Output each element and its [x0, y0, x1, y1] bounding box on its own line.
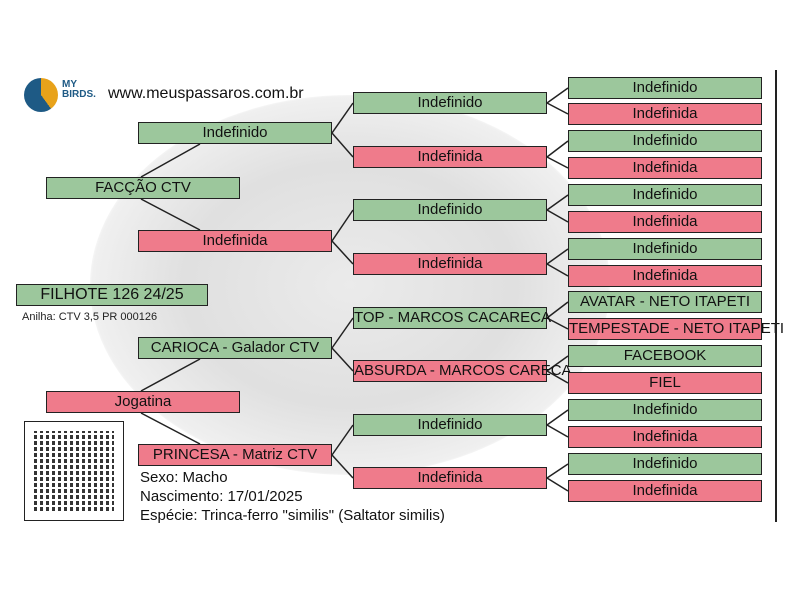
gg-grandparents-box: Indefinida	[568, 426, 762, 448]
great-grandparents-box: Indefinido	[353, 414, 547, 436]
gg-grandparents-box: Indefinido	[568, 399, 762, 421]
connector-line	[546, 370, 569, 384]
connector-line	[331, 454, 354, 479]
connector-line	[140, 143, 201, 178]
gg-grandparents-box: TEMPESTADE - NETO ITAPETI	[568, 318, 784, 340]
gg-grandparents-box: Indefinido	[568, 77, 762, 99]
connector-line	[331, 347, 354, 372]
connector-line	[331, 240, 354, 265]
connector-line	[546, 156, 569, 169]
gg-grandparents-box: Indefinido	[568, 184, 762, 206]
gg-grandparents-box: FACEBOOK	[568, 345, 762, 367]
great-grandparents-box: TOP - MARCOS CACARECA	[353, 307, 551, 329]
connector-line	[140, 412, 201, 445]
birth-info: Nascimento: 17/01/2025	[140, 488, 303, 505]
connector-line	[331, 209, 354, 242]
connector-line	[546, 463, 569, 479]
great-grandparents-box: Indefinida	[353, 253, 547, 275]
subject-name: FILHOTE 126 24/25	[16, 284, 208, 306]
connector-line	[331, 424, 354, 456]
connector-line	[331, 132, 354, 158]
parents-box: FACÇÃO CTV	[46, 177, 240, 199]
connector-line	[546, 409, 569, 426]
grandparents-box: Indefinido	[138, 122, 332, 144]
border-line	[775, 70, 777, 522]
connector-line	[546, 140, 569, 158]
grandparents-box: CARIOCA - Galador CTV	[138, 337, 332, 359]
gg-grandparents-box: Indefinida	[568, 103, 762, 125]
grandparents-box: Indefinida	[138, 230, 332, 252]
gg-grandparents-box: Indefinida	[568, 157, 762, 179]
connector-line	[140, 198, 201, 231]
gg-grandparents-box: Indefinida	[568, 265, 762, 287]
parents-box: Jogatina	[46, 391, 240, 413]
great-grandparents-box: Indefinida	[353, 467, 547, 489]
gg-grandparents-box: Indefinida	[568, 480, 762, 502]
gg-grandparents-box: Indefinido	[568, 238, 762, 260]
sex-info: Sexo: Macho	[140, 469, 228, 486]
connector-line	[546, 102, 569, 115]
gg-grandparents-box: Indefinida	[568, 211, 762, 233]
connector-line	[546, 263, 569, 277]
connector-line	[546, 248, 569, 265]
great-grandparents-box: Indefinido	[353, 199, 547, 221]
gg-grandparents-box: AVATAR - NETO ITAPETI	[568, 291, 762, 313]
gg-grandparents-box: Indefinido	[568, 130, 762, 152]
ring-number: Anilha: CTV 3,5 PR 000126	[22, 311, 158, 323]
great-grandparents-box: Indefinido	[353, 92, 547, 114]
gg-grandparents-box: FIEL	[568, 372, 762, 394]
connector-line	[546, 477, 569, 492]
connector-line	[140, 358, 201, 392]
gg-grandparents-box: Indefinido	[568, 453, 762, 475]
connector-line	[546, 317, 569, 330]
connector-line	[546, 209, 569, 223]
connector-line	[546, 301, 569, 319]
great-grandparents-box: Indefinida	[353, 146, 547, 168]
connector-line	[546, 424, 569, 438]
connector-line	[331, 317, 354, 349]
connector-line	[546, 87, 569, 104]
website-url[interactable]: www.meuspassaros.com.br	[108, 85, 304, 102]
connector-line	[546, 355, 569, 372]
species-info: Espécie: Trinca-ferro "similis" (Saltato…	[140, 507, 445, 524]
mybirds-logo-icon	[24, 78, 58, 112]
connector-line	[546, 194, 569, 211]
grandparents-box: PRINCESA - Matriz CTV	[138, 444, 332, 466]
connector-line	[331, 102, 354, 134]
qr-code	[24, 421, 124, 521]
great-grandparents-box: ABSURDA - MARCOS CARECA	[353, 360, 572, 382]
